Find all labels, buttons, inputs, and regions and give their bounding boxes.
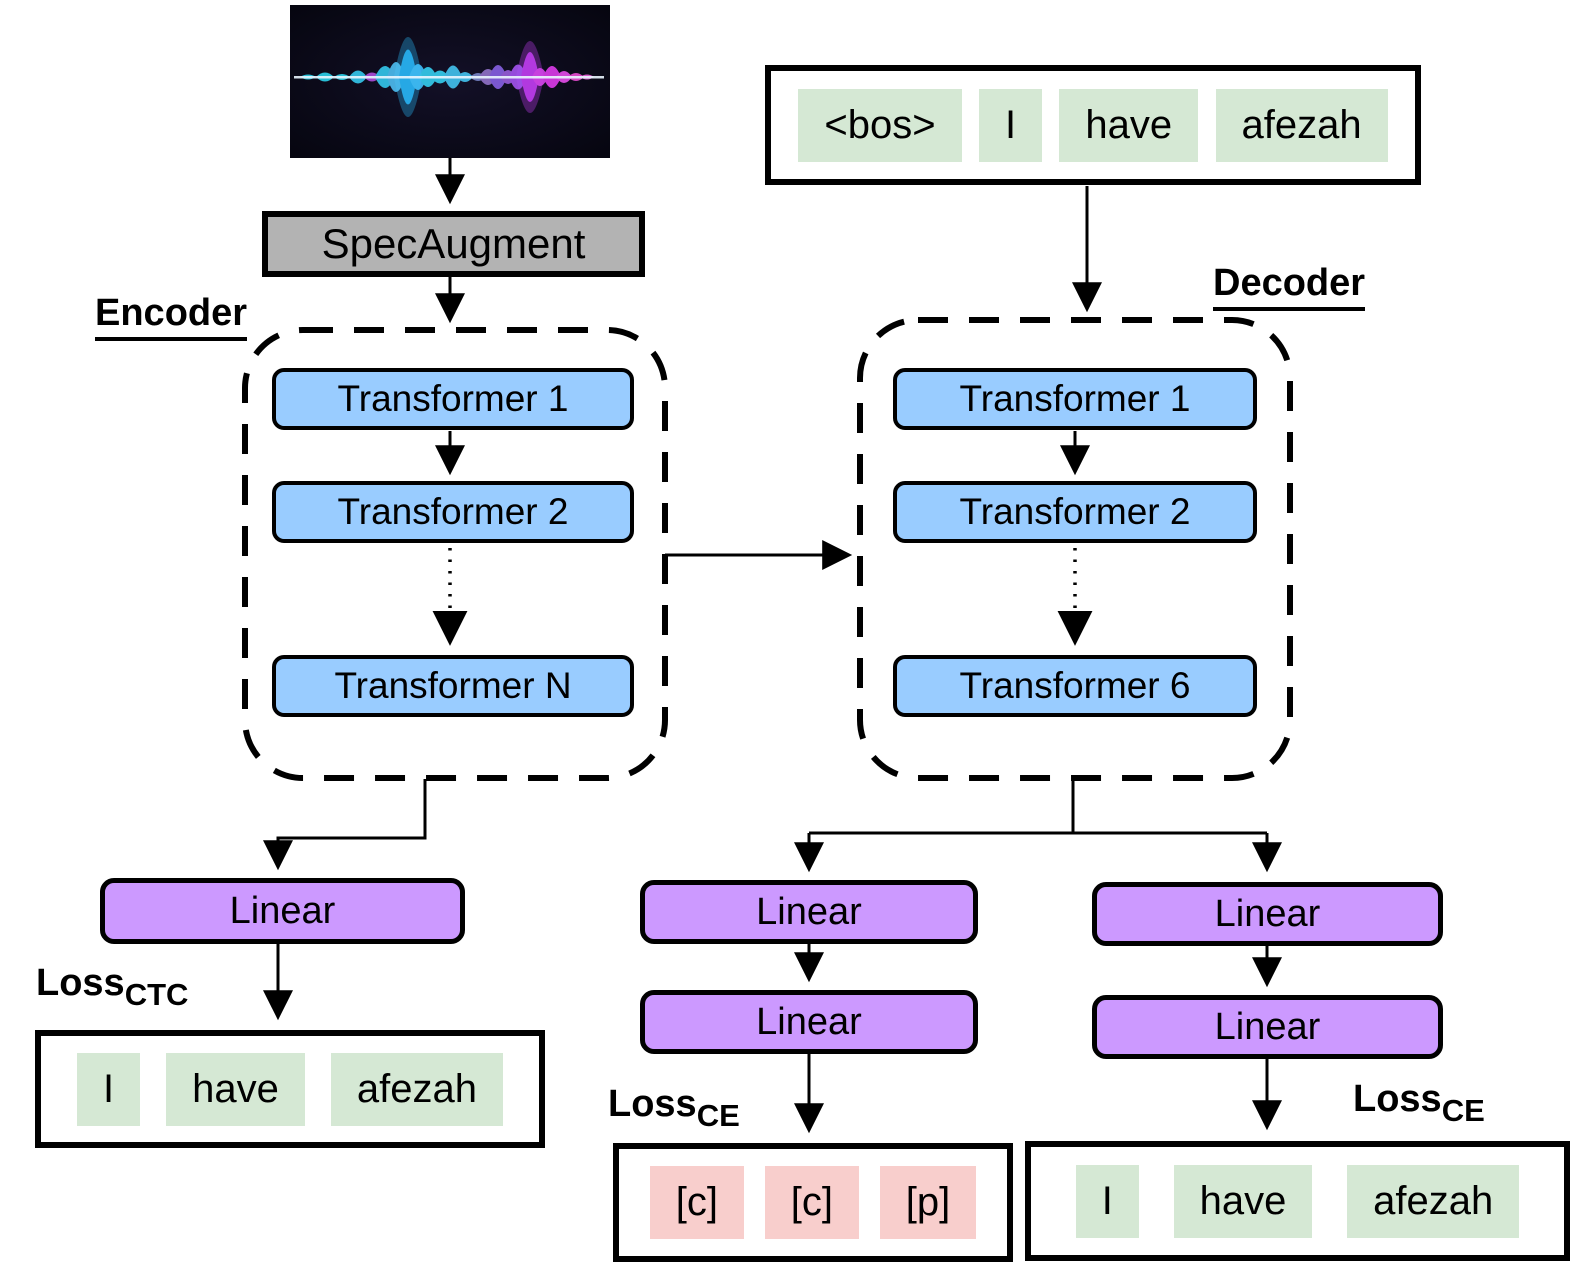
token-c-1: [c] [649, 1166, 744, 1239]
token-have: have [1059, 88, 1199, 162]
token-c-2: [c] [764, 1166, 859, 1239]
decoder-section-label: Decoder [1213, 262, 1366, 311]
decoder-transformer-6: Transformer 6 [893, 655, 1257, 717]
decoder-transformer-2: Transformer 2 [893, 481, 1257, 543]
token-afezah: afezah [1215, 88, 1388, 162]
ce-right-output-box: I have afezah [1025, 1141, 1570, 1261]
loss-ctc-label: LossCTC [36, 962, 189, 1012]
token-have: have [166, 1052, 305, 1126]
encoder-section-label: Encoder [95, 292, 248, 341]
token-afezah: afezah [1347, 1164, 1520, 1238]
ce-right-linear-2-block: Linear [1092, 995, 1443, 1059]
token-bos: <bos> [798, 88, 962, 162]
token-afezah: afezah [330, 1052, 503, 1126]
token-i: I [77, 1052, 141, 1126]
ctc-output-box: I have afezah [35, 1030, 545, 1148]
audio-waveform-icon [290, 5, 610, 158]
specaugment-block: SpecAugment [262, 211, 645, 277]
loss-ce-right-label: LossCE [1353, 1078, 1485, 1128]
decoder-input-box: <bos> I have afezah [765, 65, 1421, 185]
ce-right-linear-1-block: Linear [1092, 882, 1443, 946]
decoder-transformer-1: Transformer 1 [893, 368, 1257, 430]
ce-mid-linear-2-block: Linear [640, 990, 978, 1054]
audio-waveform-image [290, 5, 610, 158]
ce-mid-output-box: [c] [c] [p] [613, 1143, 1013, 1262]
loss-ce-mid-label: LossCE [608, 1083, 740, 1133]
token-i: I [978, 88, 1043, 162]
token-i: I [1075, 1164, 1139, 1238]
token-p: [p] [879, 1166, 977, 1239]
token-have: have [1173, 1164, 1313, 1238]
ctc-linear-block: Linear [100, 878, 465, 944]
specaugment-label: SpecAugment [321, 220, 586, 267]
ce-mid-linear-1-block: Linear [640, 880, 978, 944]
encoder-transformer-2: Transformer 2 [272, 481, 634, 543]
encoder-transformer-1: Transformer 1 [272, 368, 634, 430]
encoder-transformer-n: Transformer N [272, 655, 634, 717]
